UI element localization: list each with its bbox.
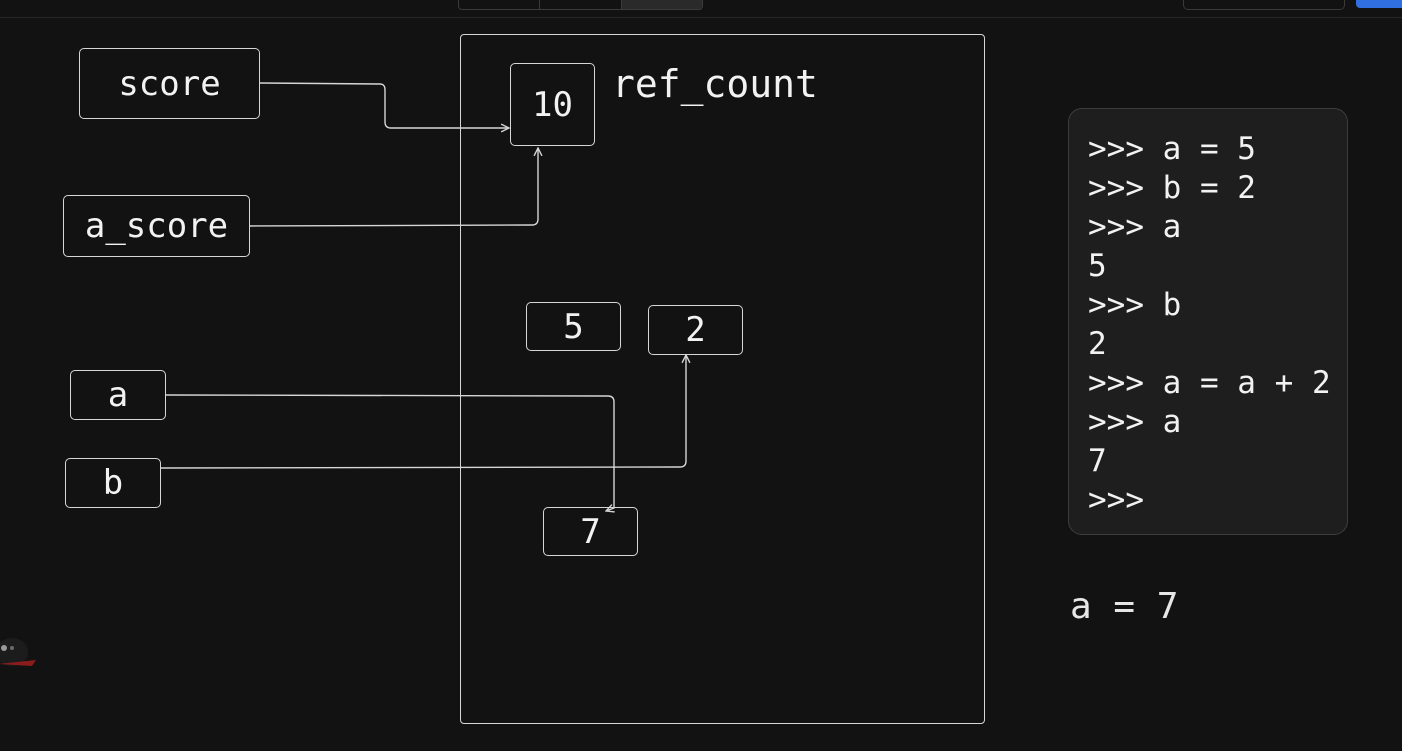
object-box-7[interactable]: 7 — [543, 507, 638, 556]
repl-line: >>> a = a + 2 — [1088, 365, 1331, 401]
arrow-score-to-10 — [259, 82, 509, 128]
memory-region — [460, 34, 985, 724]
arrow-a-to-7 — [165, 394, 614, 511]
toolbar-divider — [0, 17, 1402, 18]
arrow-b-to-2 — [160, 355, 686, 469]
repl-line: 2 — [1088, 326, 1107, 362]
toolbar-segment[interactable] — [540, 0, 622, 9]
variable-name: b — [102, 463, 124, 503]
object-box-5[interactable]: 5 — [526, 302, 621, 351]
repl-line: >>> a = 5 — [1088, 131, 1256, 167]
repl-line: 7 — [1088, 443, 1107, 479]
variable-box-b[interactable]: b — [65, 458, 161, 508]
variable-name: a_score — [84, 206, 229, 246]
toolbar-segment-active[interactable] — [621, 0, 702, 9]
repl-line: >>> a — [1088, 209, 1182, 245]
repl-prompt: >>> — [1088, 482, 1144, 518]
object-value: 7 — [580, 511, 601, 552]
object-value: 5 — [563, 306, 584, 347]
object-value: 2 — [685, 310, 706, 350]
repl-line: >>> a — [1088, 404, 1182, 440]
current-value-caption: a = 7 — [1070, 586, 1179, 627]
object-box-10[interactable]: 10 — [510, 63, 595, 146]
object-box-2[interactable]: 2 — [648, 305, 743, 355]
toolbar-segment-group[interactable] — [458, 0, 703, 10]
repl-line: 5 — [1088, 248, 1107, 284]
repl-line: >>> b — [1088, 287, 1182, 323]
repl-line: >>> b = 2 — [1088, 170, 1256, 206]
variable-name: a — [107, 375, 129, 415]
mascot-icon — [0, 638, 36, 666]
python-repl-panel: >>> a = 5 >>> b = 2 >>> a 5 >>> b 2 >>> … — [1068, 108, 1348, 535]
toolbar-segment[interactable] — [459, 0, 541, 9]
variable-box-score[interactable]: score — [79, 48, 260, 119]
object-value: 10 — [532, 84, 573, 125]
ref-count-label: ref_count — [612, 62, 818, 106]
variable-name: score — [118, 63, 221, 104]
variable-box-a-score[interactable]: a_score — [63, 195, 250, 257]
toolbar-dropdown[interactable] — [1183, 0, 1345, 10]
arrow-a-score-to-10 — [249, 148, 538, 227]
toolbar-primary-button[interactable] — [1356, 0, 1402, 8]
variable-box-a[interactable]: a — [70, 370, 166, 420]
